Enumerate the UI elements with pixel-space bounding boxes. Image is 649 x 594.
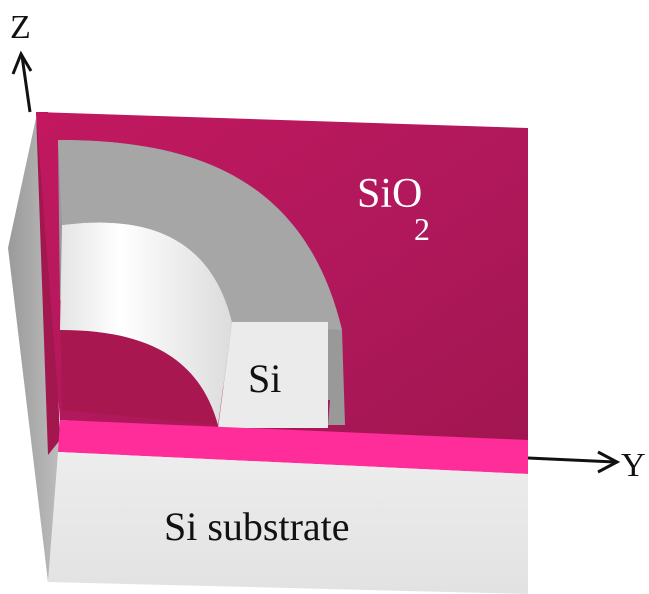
- z-axis-label: Z: [10, 9, 31, 46]
- substrate-front-face: [48, 452, 528, 594]
- interface-layer: [58, 420, 528, 474]
- si-core-end-face: [218, 322, 328, 428]
- z-axis-arrowhead: [11, 50, 33, 75]
- si-core-top: [58, 140, 342, 330]
- oxide-left-edge: [36, 112, 60, 455]
- substrate-label: Si substrate: [164, 504, 350, 549]
- y-axis-arrowhead: [597, 450, 621, 474]
- oxide-label: SiO: [357, 171, 422, 217]
- si-core-side-wall: [60, 222, 232, 425]
- z-axis-line: [20, 55, 32, 113]
- y-axis-line: [527, 456, 616, 464]
- si-core-label: Si: [248, 356, 281, 401]
- oxide-label-subscript: 2: [414, 211, 430, 247]
- block-left-face: [8, 118, 60, 582]
- y-axis-label: Y: [621, 447, 646, 484]
